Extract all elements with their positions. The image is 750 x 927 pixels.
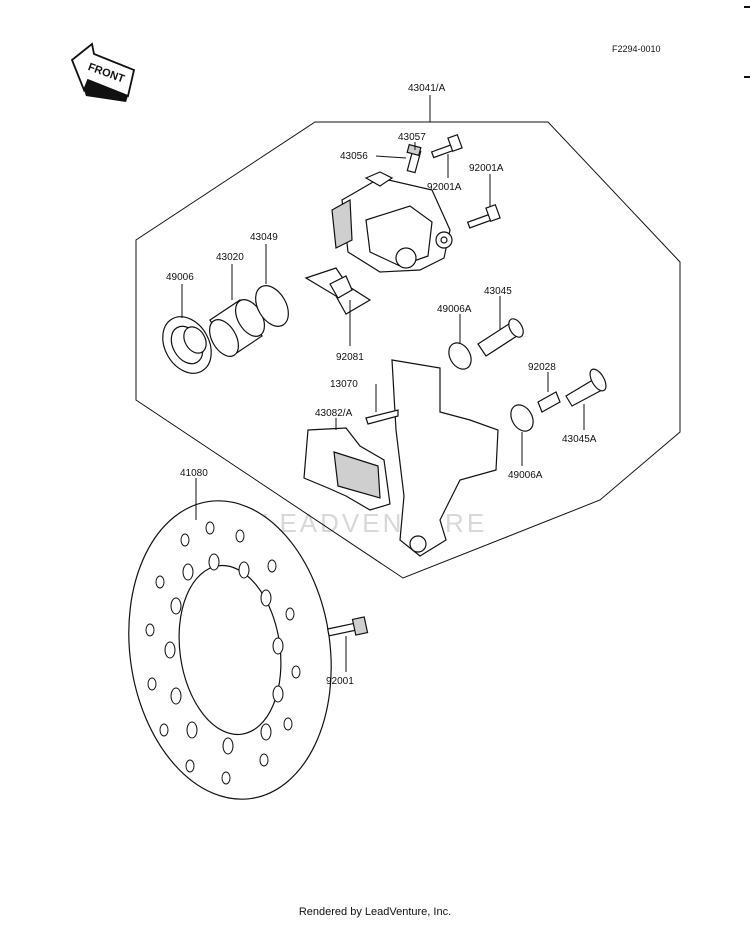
label-43082A: 43082/A [315, 408, 353, 419]
footer-credit: Rendered by LeadVenture, Inc. [298, 906, 452, 918]
edge-mark-middle [744, 76, 750, 78]
brake-pads-43082A [303, 427, 391, 511]
dust-seal-43049 [255, 285, 289, 327]
label-43045: 43045 [484, 286, 512, 297]
pad-pin-13070 [365, 409, 399, 425]
bleeder-valve [406, 143, 422, 174]
label-43020: 43020 [216, 252, 244, 263]
label-49006A-top: 49006A [437, 304, 472, 315]
label-43045A: 43045A [562, 434, 597, 445]
label-92081: 92081 [336, 352, 364, 363]
figure-id: F2294-0010 [612, 44, 661, 54]
bolt-92001A-right [466, 203, 501, 229]
brake-disc-41080 [128, 500, 332, 800]
label-49006: 49006 [166, 272, 194, 283]
leader-43056 [375, 155, 407, 159]
caliper-body [331, 171, 453, 273]
label-41080: 41080 [180, 468, 208, 479]
boot-49006A-bottom [510, 404, 534, 432]
caliper-assembly-outline [135, 121, 681, 579]
piston-seal-49006 [162, 316, 212, 374]
label-92001A-right: 92001A [469, 163, 504, 174]
label-43057: 43057 [398, 132, 426, 143]
label-92028: 92028 [528, 362, 556, 373]
caliper-bracket [391, 359, 499, 557]
watermark-text: LEADVENTURE [262, 508, 487, 538]
slide-pin-43045 [477, 318, 524, 357]
boot-49006A-top [448, 342, 472, 370]
label-49006A-bottom: 49006A [508, 470, 543, 481]
label-43041A: 43041/A [408, 83, 446, 94]
label-43056: 43056 [340, 151, 368, 162]
label-92001: 92001 [326, 676, 354, 687]
front-arrow-icon: FRONT [70, 42, 136, 102]
label-43049: 43049 [250, 232, 278, 243]
bolt-92001A-top [430, 133, 463, 159]
disc-bolt-92001 [326, 616, 369, 637]
label-13070: 13070 [330, 379, 358, 390]
label-92001A-top: 92001A [427, 182, 462, 193]
pad-spring-92081 [304, 267, 372, 315]
slide-pin-43045A [565, 368, 607, 407]
sleeve-92028 [537, 391, 561, 413]
edge-mark-top [744, 6, 750, 8]
